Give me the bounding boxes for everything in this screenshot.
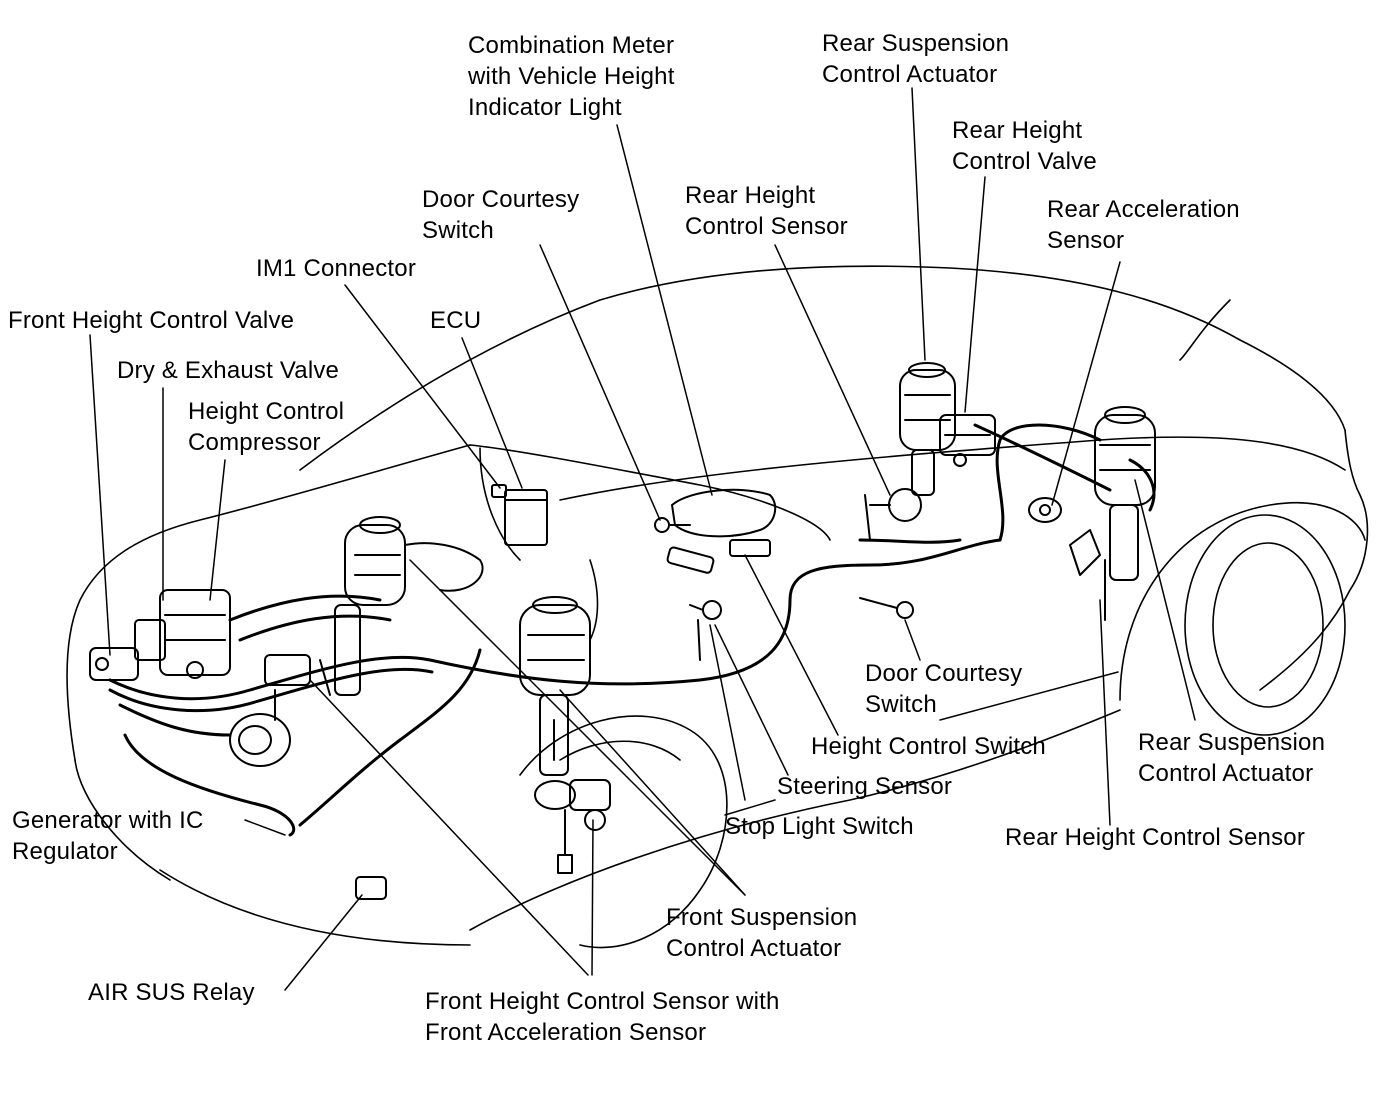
im1-connector-part: [491, 484, 507, 498]
label-line: Stop Light Switch: [725, 813, 914, 840]
rear-acceleration-sensor-part: [1028, 497, 1062, 523]
label-line: Front Suspension: [666, 904, 858, 931]
label-line: Rear Height: [685, 182, 816, 209]
label-line: Rear Acceleration: [1047, 196, 1240, 223]
label-line: Steering Sensor: [777, 773, 953, 800]
front-air-strut-left: [319, 516, 484, 696]
rear-air-strut-right: [1094, 406, 1156, 581]
label-line: IM1 Connector: [256, 255, 417, 282]
label-line: Rear Suspension: [822, 30, 1010, 57]
label-rear-height-control-sensor-bottom: Rear Height Control Sensor: [1005, 822, 1305, 853]
label-line: Combination Meter: [468, 32, 675, 59]
steering-sensor-part: [689, 600, 722, 661]
label-line: AIR SUS Relay: [88, 979, 255, 1006]
label-ecu: ECU: [430, 305, 481, 336]
label-dry-exhaust-valve: Dry & Exhaust Valve: [117, 355, 339, 386]
label-line: Control Valve: [952, 148, 1097, 175]
label-steering-sensor: Steering Sensor: [777, 771, 952, 802]
label-stop-light-switch: Stop Light Switch: [725, 811, 914, 842]
label-line: Height Control Switch: [811, 733, 1046, 760]
rear-height-sensor-left: [864, 488, 922, 541]
label-line: Rear Height: [952, 117, 1083, 144]
label-line: Control Actuator: [1138, 760, 1314, 787]
label-line: Control Actuator: [666, 935, 842, 962]
label-rear-suspension-actuator-bottom: Rear Suspension Control Actuator: [1138, 727, 1325, 789]
label-air-sus-relay: AIR SUS Relay: [88, 977, 255, 1008]
front-height-valve-part: [89, 647, 139, 681]
label-door-courtesy-switch-right: Door Courtesy Switch: [865, 658, 1022, 720]
label-line: Door Courtesy: [865, 660, 1023, 687]
label-line: Door Courtesy: [422, 186, 580, 213]
label-line: Indicator Light: [468, 94, 622, 121]
door-courtesy-switch-left-part: [654, 517, 691, 533]
label-line: Generator with IC: [12, 807, 204, 834]
label-combination-meter: Combination Meter with Vehicle Height In…: [468, 30, 675, 123]
label-generator-with-ic-regulator: Generator with IC Regulator: [12, 805, 203, 867]
label-line: Dry & Exhaust Valve: [117, 357, 340, 384]
label-line: Front Height Control Valve: [8, 307, 295, 334]
label-height-control-switch: Height Control Switch: [811, 731, 1046, 762]
ecu-box: [504, 489, 548, 546]
height-control-switch-part: [666, 546, 715, 574]
compressor-assembly: [134, 589, 231, 679]
label-line: Control Actuator: [822, 61, 998, 88]
label-rear-acceleration-sensor: Rear Acceleration Sensor: [1047, 194, 1240, 256]
label-line: Rear Height Control Sensor: [1005, 824, 1306, 851]
front-air-strut-right: [519, 596, 591, 776]
label-front-suspension-actuator: Front Suspension Control Actuator: [666, 902, 857, 964]
rear-height-sensor-right: [1069, 529, 1106, 621]
label-line: Sensor: [1047, 227, 1125, 254]
label-rear-height-control-sensor-top: Rear Height Control Sensor: [685, 180, 848, 242]
label-line: Switch: [865, 691, 937, 718]
label-front-height-control-sensor: Front Height Control Sensor with Front A…: [425, 986, 780, 1048]
label-line: Rear Suspension: [1138, 729, 1326, 756]
air-lines-and-harness: [108, 423, 1156, 837]
label-line: Height Control: [188, 398, 345, 425]
combination-meter-part: [671, 488, 777, 557]
rear-height-valve-part: [939, 414, 996, 467]
label-rear-suspension-actuator-top: Rear Suspension Control Actuator: [822, 28, 1009, 90]
label-line: Regulator: [12, 838, 118, 865]
front-height-sensor-part: [534, 779, 611, 874]
label-im1-connector: IM1 Connector: [256, 253, 416, 284]
rear-air-strut-left: [899, 362, 956, 496]
label-line: Compressor: [188, 429, 321, 456]
label-front-height-control-valve: Front Height Control Valve: [8, 305, 294, 336]
label-line: Switch: [422, 217, 494, 244]
label-line: Control Sensor: [685, 213, 848, 240]
label-line: Front Acceleration Sensor: [425, 1019, 707, 1046]
label-rear-height-control-valve: Rear Height Control Valve: [952, 115, 1097, 177]
label-line: with Vehicle Height: [468, 63, 675, 90]
leader-lines: [89, 87, 1196, 991]
air-sus-relay-part: [355, 876, 387, 900]
label-line: Front Height Control Sensor with: [425, 988, 780, 1015]
label-door-courtesy-switch-top: Door Courtesy Switch: [422, 184, 579, 246]
door-courtesy-switch-right-part: [859, 597, 914, 619]
label-height-control-compressor: Height Control Compressor: [188, 396, 344, 458]
car-body-outline: [66, 265, 1369, 949]
generator-part: [229, 654, 311, 767]
label-line: ECU: [430, 307, 482, 334]
